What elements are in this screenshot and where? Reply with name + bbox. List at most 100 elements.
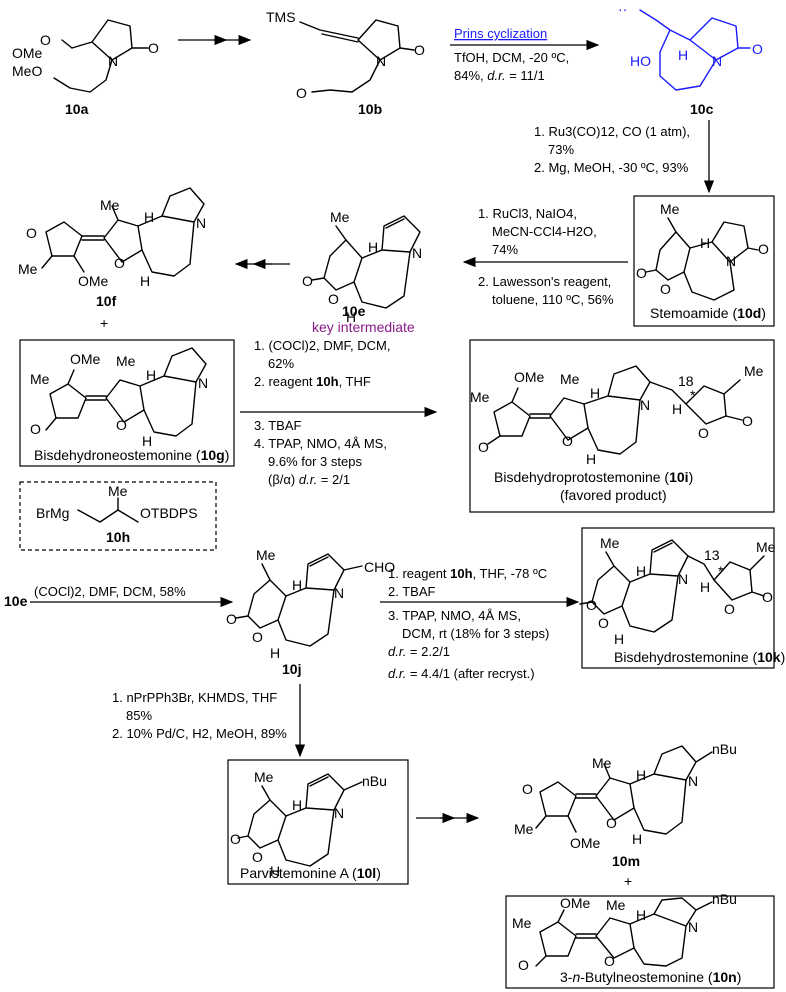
- atom-O: O: [758, 241, 769, 257]
- group-OMe: OMe: [70, 351, 101, 367]
- atom-N: N: [726, 253, 736, 269]
- label-10e: 10e: [342, 303, 366, 319]
- step-prins-title: Prins cyclization: [454, 26, 547, 41]
- step-wittig-yield: 85%: [126, 708, 152, 723]
- group-CHO: CHO: [364, 559, 395, 575]
- atom-N: N: [688, 919, 698, 935]
- group-Me: Me: [330, 209, 350, 225]
- group-OMe: OMe: [12, 45, 43, 61]
- atom-H: H: [292, 577, 302, 593]
- atom-N: N: [678, 571, 688, 587]
- group-Me: Me: [756, 539, 776, 555]
- group-Me: Me: [660, 201, 680, 217]
- step-tbaf: 3. TBAF: [254, 418, 302, 433]
- atom-H: H: [270, 645, 280, 661]
- structure-10i: OMe Me Me H N 18 * H Me O O O O H Bisdeh…: [470, 363, 764, 503]
- label-key-intermediate: key intermediate: [312, 319, 415, 335]
- step-rucl3-solv: MeCN-CCl4-H2O,: [492, 224, 597, 239]
- structure-10m: O Me OMe Me H N nBu O H 10m +: [514, 741, 737, 889]
- step-wittig: 1. nPrPPh3Br, KHMDS, THF: [112, 690, 277, 705]
- group-Me: Me: [18, 261, 38, 277]
- step-prins-cond: TfOH, DCM, -20 ºC,: [454, 50, 569, 65]
- group-TMS: TMS: [266, 9, 296, 25]
- group-Me: Me: [560, 371, 580, 387]
- atom-O: O: [724, 601, 735, 617]
- step-cocl-58: (COCl)2, DMF, DCM, 58%: [34, 584, 186, 599]
- label-bisdehydrostemonine: Bisdehydrostemonine (10k): [614, 649, 785, 665]
- label-10j: 10j: [282, 661, 301, 677]
- group-OMe: OMe: [560, 895, 591, 911]
- box-bisdehydroprotostemonine: [469, 339, 775, 513]
- structure-10f: O Me OMe Me H N O H 10f +: [18, 187, 206, 331]
- atom-O: O: [636, 265, 647, 281]
- atom-O: O: [762, 589, 773, 605]
- atom-N: N: [376, 53, 386, 69]
- atom-O: O: [414, 42, 425, 58]
- atom-H: H: [672, 401, 682, 417]
- group-Me: Me: [100, 197, 120, 213]
- atom-N: N: [412, 245, 422, 261]
- label-10m: 10m: [612, 853, 640, 869]
- label-butylneostemonine: 3-n-Butylneostemonine (10n): [560, 969, 741, 985]
- step-tpap-2: 3. TPAP, NMO, 4Å MS,: [388, 608, 521, 623]
- step-ru-yield: 73%: [548, 142, 574, 157]
- atom-H: H: [142, 433, 152, 449]
- box-butylneostemonine: [505, 895, 775, 989]
- atom-N: N: [688, 773, 698, 789]
- structure-10a: O O N OMe MeO 10a: [12, 19, 159, 117]
- atom-H: H: [700, 235, 710, 251]
- step-reagent-78: 1. reagent 10h, THF, -78 ºC: [388, 566, 547, 581]
- structure-10j: Me H N CHO O O H 10j: [226, 547, 395, 677]
- plus-sign: +: [624, 873, 632, 889]
- atom-O: O: [40, 32, 51, 48]
- label-10b: 10b: [358, 101, 382, 117]
- atom-N: N: [712, 53, 722, 69]
- step-dr-3: d.r. = 4.4/1 (after recryst.): [388, 666, 535, 681]
- atom-N: N: [640, 397, 650, 413]
- plus-sign: +: [100, 315, 108, 331]
- step-tbaf-2: 2. TBAF: [388, 584, 436, 599]
- step-prins-yield: 84%, d.r. = 11/1: [454, 68, 545, 83]
- label-bisdehydroneostemonine: Bisdehydroneostemonine (10g): [34, 447, 229, 463]
- atom-H: H: [590, 385, 600, 401]
- group-OMe: OMe: [570, 835, 601, 851]
- group-Me: Me: [592, 755, 612, 771]
- structure-10g: OMe Me Me H N O O H Bisdehydroneostemoni…: [30, 347, 229, 463]
- group-Me: Me: [254, 769, 274, 785]
- box-bisdehydrostemonine: [581, 527, 775, 669]
- group-Me: Me: [744, 363, 764, 379]
- structure-10n: OMe Me Me H N nBu O O 3-n-Butylneostemon…: [512, 891, 741, 985]
- allene-dots: ··: [618, 1, 627, 17]
- group-MeO: MeO: [12, 63, 42, 79]
- group-nBu: nBu: [362, 773, 387, 789]
- label-favored: (favored product): [560, 487, 667, 503]
- atom-O: O: [522, 781, 533, 797]
- atom-H: H: [636, 563, 646, 579]
- stereo-star: *: [718, 563, 724, 579]
- atom-N: N: [198, 375, 208, 391]
- group-Me: Me: [514, 821, 534, 837]
- group-nBu: nBu: [712, 741, 737, 757]
- atom-O: O: [226, 611, 237, 627]
- structure-10e: Me H N O O H 10e key intermediate: [302, 209, 422, 335]
- group-Me: Me: [108, 483, 128, 499]
- atom-O: O: [148, 40, 159, 56]
- atom-O: O: [660, 281, 671, 297]
- label-10f: 10f: [96, 293, 117, 309]
- atom-H: H: [636, 767, 646, 783]
- atom-H: H: [292, 797, 302, 813]
- label-bisdehydroprotostemonine: Bisdehydroprotostemonine (10i): [494, 469, 693, 485]
- group-BrMg: BrMg: [36, 505, 69, 521]
- group-OMe: OMe: [514, 369, 545, 385]
- atom-H: H: [144, 209, 154, 225]
- group-Me: Me: [30, 371, 50, 387]
- atom-O: O: [598, 615, 609, 631]
- atom-O: O: [252, 849, 263, 865]
- label-10e-start: 10e: [4, 593, 28, 609]
- atom-N: N: [334, 805, 344, 821]
- atom-O: O: [328, 291, 339, 307]
- box-parvistemonine: [227, 759, 409, 885]
- atom-O: O: [562, 433, 573, 449]
- atom-H: H: [678, 47, 688, 63]
- atom-H: H: [146, 367, 156, 383]
